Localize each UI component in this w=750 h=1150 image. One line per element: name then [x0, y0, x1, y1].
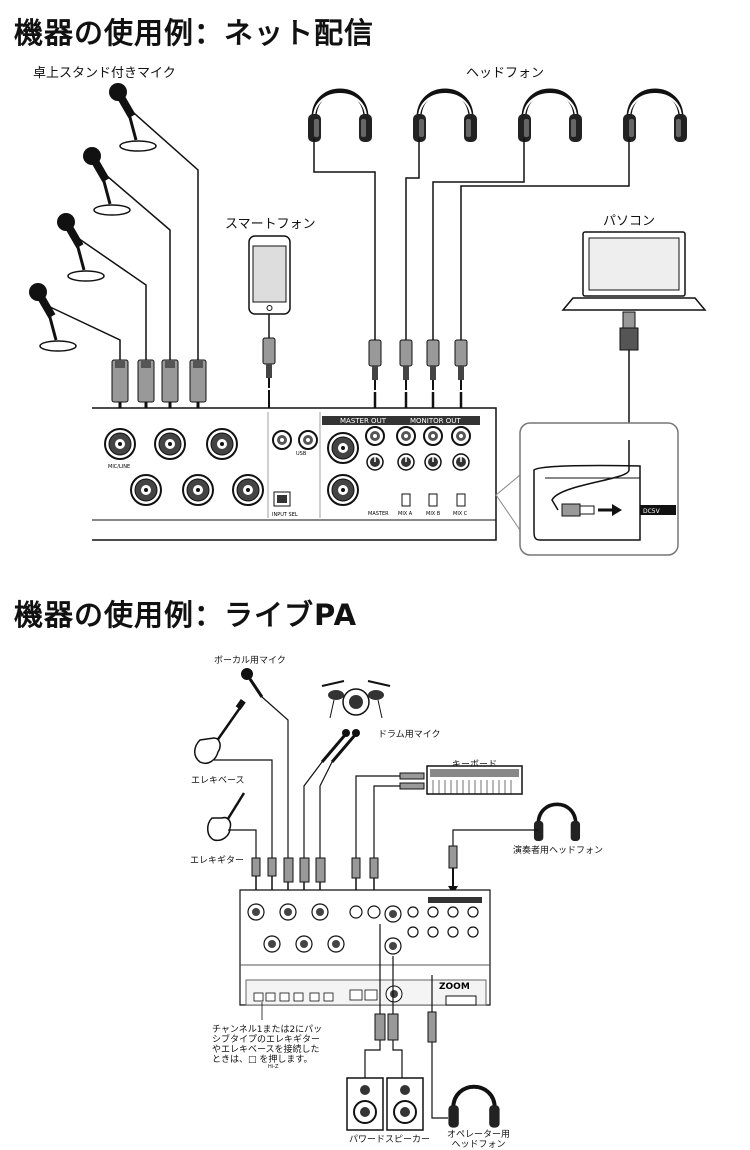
- headphones-1: [308, 91, 372, 142]
- label-bass: エレキベース: [191, 776, 245, 786]
- mix-a-label: MIX A: [398, 511, 413, 517]
- label-vocal-mic: ボーカル用マイク: [214, 656, 286, 666]
- desk-mic-1: [27, 281, 78, 353]
- input-sel-label: INPUT SEL: [272, 512, 298, 518]
- input-ch4: [182, 474, 214, 506]
- line-jack-8: [298, 430, 318, 450]
- master-label: MASTER: [368, 511, 389, 517]
- master-out-r: [327, 474, 359, 506]
- label-pc: パソコン: [603, 214, 656, 229]
- desk-mic-3: [81, 145, 132, 217]
- headphones-4: [623, 91, 687, 142]
- monitor-out-label: MONITOR OUT: [410, 417, 461, 425]
- desk-mic-2: [55, 211, 106, 283]
- label-headphones: ヘッドフォン: [466, 66, 545, 81]
- laptop: [561, 231, 707, 311]
- smartphone: [248, 235, 291, 315]
- knob-monitor-1[interactable]: [366, 453, 384, 471]
- headphones-3: [518, 91, 582, 142]
- input-ch3: [154, 428, 186, 460]
- knob-monitor-2[interactable]: [397, 453, 415, 471]
- label-guitar: エレキギター: [190, 856, 245, 866]
- headphones-2: [413, 91, 477, 142]
- usb-label: USB: [296, 451, 307, 457]
- knob-monitor-4[interactable]: [452, 453, 470, 471]
- desk-mic-4: [107, 81, 158, 153]
- section1-title: 機器の使用例：ネット配信: [14, 16, 375, 50]
- input-ch5: [206, 428, 238, 460]
- mix-b-label: MIX B: [426, 511, 441, 517]
- line-jack-7: [272, 430, 292, 450]
- label-hiz: Hi-Z: [268, 1064, 279, 1070]
- mix-c-label: MIX C: [453, 511, 468, 517]
- master-out-l: [327, 432, 359, 464]
- label-drum-mic: ドラム用マイク: [378, 730, 441, 740]
- label-keyboard: キーボード: [452, 760, 498, 770]
- label-speakers: パワードスピーカー: [349, 1135, 431, 1145]
- label-note: チャンネル1または2にパッ シブタイプのエレキギター やエレキベースを接続した …: [212, 1025, 323, 1065]
- label-performer-hp: 演奏者用ヘッドフォン: [513, 846, 604, 856]
- bottom-inset: [495, 422, 679, 556]
- label-desk-mics: 卓上スタンド付きマイク: [33, 66, 176, 81]
- mixer-top-panel: [92, 407, 497, 541]
- master-out-label: MASTER OUT: [340, 417, 387, 425]
- knob-monitor-3[interactable]: [424, 453, 442, 471]
- label-operator-hp: オペレーター用 ヘッドフォン: [447, 1130, 511, 1150]
- mic-line-label: MIC/LINE: [108, 464, 130, 470]
- section2-title: 機器の使用例：ライブPA: [14, 598, 358, 632]
- input-ch1: [104, 428, 136, 460]
- input-ch6: [232, 474, 264, 506]
- input-ch2: [130, 474, 162, 506]
- label-smartphone: スマートフォン: [225, 217, 316, 232]
- dc5v-label: DC5V: [643, 508, 661, 515]
